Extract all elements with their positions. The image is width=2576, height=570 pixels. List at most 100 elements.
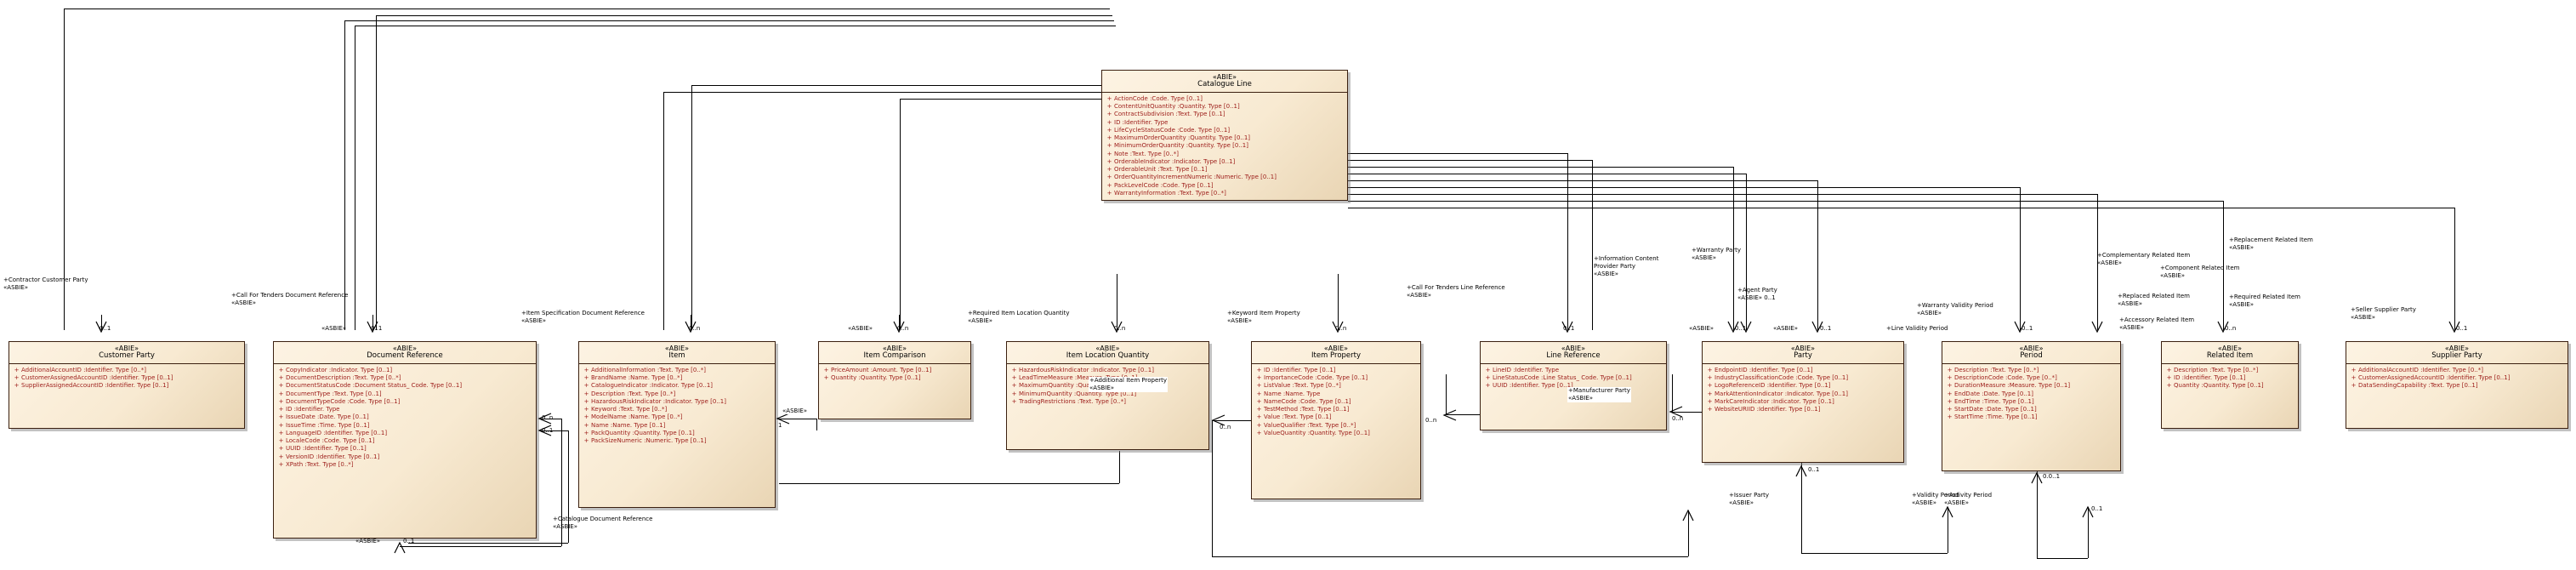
attribute-text: LanguageID :Identifier. Type [0..1] bbox=[286, 429, 388, 436]
class-party[interactable]: «ABIE» Party +EndpointID :Identifier. Ty… bbox=[1702, 341, 1904, 463]
attribute-text: UUID :Identifier. Type [0..1] bbox=[1493, 382, 1573, 390]
attribute-row: +Name :Name. Type bbox=[1254, 390, 1419, 398]
connector-line bbox=[1746, 174, 1747, 330]
connector-line bbox=[1338, 274, 1339, 330]
class-period[interactable]: «ABIE» Period +Description :Text. Type [… bbox=[1942, 341, 2121, 471]
assoc-label-warranty-validity-period: +Warranty Validity Period «ASBIE» bbox=[1917, 302, 1993, 317]
visibility-marker: + bbox=[278, 366, 284, 373]
class-header: «ABIE» Period bbox=[1942, 342, 2120, 364]
class-supplier-party[interactable]: «ABIE» Supplier Party +AdditionalAccount… bbox=[2346, 341, 2568, 429]
visibility-marker: + bbox=[1256, 374, 1262, 382]
attribute-row: +ContentUnitQuantity :Quantity. Type [0.… bbox=[1105, 103, 1345, 111]
assoc-label-additional-item-property: +Additional Item Property «ASBIE» bbox=[1089, 377, 1169, 393]
attribute-text: DocumentStatusCode :Document Status_ Cod… bbox=[286, 382, 463, 390]
class-name: Item Comparison bbox=[863, 351, 926, 361]
visibility-marker: + bbox=[1947, 406, 1953, 413]
attribute-row: +LineID :Identifier. Type bbox=[1483, 367, 1664, 374]
attribute-row: +AdditionalAccountID :Identifier. Type [… bbox=[2349, 367, 2566, 374]
class-item-location-quantity[interactable]: «ABIE» Item Location Quantity +Hazardous… bbox=[1006, 341, 1209, 450]
assoc-role: +Warranty Party bbox=[1692, 247, 1742, 254]
attribute-row: +EndpointID :Identifier. Type [0..1] bbox=[1705, 367, 1902, 374]
attribute-text: CustomerAssignedAccountID :Identifier. T… bbox=[2358, 374, 2511, 382]
attribute-row: +PackSizeNumeric :Numeric. Type [0..1] bbox=[582, 437, 773, 445]
class-stereotype: «ABIE» bbox=[2217, 345, 2243, 352]
assoc-stereotype: «ASBIE» bbox=[968, 317, 993, 325]
attribute-text: OrderableIndicator :Indicator. Type [0..… bbox=[1114, 157, 1236, 165]
assoc-role: +Accessory Related Item bbox=[2119, 316, 2195, 323]
attribute-text: Name :Name. Type [0..1] bbox=[591, 421, 666, 429]
class-header: «ABIE» Item bbox=[579, 342, 775, 364]
connector-line bbox=[376, 15, 377, 330]
assoc-stereotype: «ASBIE» bbox=[2351, 314, 2376, 322]
attribute-text: EndTime :Time. Type [0..1] bbox=[1954, 397, 2034, 405]
visibility-marker: + bbox=[1256, 382, 1262, 390]
class-item[interactable]: «ABIE» Item +AdditionalInformation :Text… bbox=[578, 341, 776, 508]
class-name: Party bbox=[1794, 351, 1812, 361]
connector-line bbox=[2037, 471, 2038, 558]
assoc-role: +Required Related Item bbox=[2229, 294, 2300, 300]
attribute-text: DescriptionCode :Code. Type [0..*] bbox=[1954, 374, 2057, 382]
assoc-role: +Issuer Party bbox=[1729, 492, 1770, 499]
multiplicity-party-a: 0..1 bbox=[1735, 325, 1747, 332]
attribute-text: LeadTimeMeasure :Measure. Type [0..1] bbox=[1019, 374, 1138, 382]
attribute-text: CustomerAssignedAccountID :Identifier. T… bbox=[21, 374, 173, 382]
attribute-text: DataSendingCapability :Text. Type [0..1] bbox=[2358, 382, 2478, 390]
attribute-row: +CatalogueIndicator :Indicator. Type [0.… bbox=[582, 382, 773, 390]
visibility-marker: + bbox=[1707, 366, 1713, 373]
visibility-marker: + bbox=[1947, 374, 1953, 382]
class-attributes: +LineID :Identifier. Type +LineStatusCod… bbox=[1481, 364, 1666, 393]
visibility-marker: + bbox=[1485, 366, 1491, 373]
visibility-marker: + bbox=[1707, 382, 1713, 390]
attribute-row: +EndDate :Date. Type [0..1] bbox=[1945, 390, 2118, 398]
visibility-marker: + bbox=[14, 374, 20, 382]
class-header: «ABIE» Supplier Party bbox=[2346, 342, 2567, 364]
class-item-comparison[interactable]: «ABIE» Item Comparison +PriceAmount :Amo… bbox=[818, 341, 971, 419]
visibility-marker: + bbox=[1106, 118, 1112, 126]
assoc-label-required-item-location-quantity: +Required Item Location Quantity «ASBIE» bbox=[968, 310, 1070, 325]
connector-line bbox=[344, 20, 1114, 21]
assoc-stereotype: «ASBIE» bbox=[2119, 324, 2145, 332]
class-document-reference[interactable]: «ABIE» Document Reference +CopyIndicator… bbox=[273, 341, 537, 539]
attribute-row: +LocaleCode :Code. Type [0..1] bbox=[276, 437, 534, 445]
visibility-marker: + bbox=[1947, 413, 1953, 421]
visibility-marker: + bbox=[1485, 382, 1491, 390]
attribute-text: StartTime :Time. Type [0..1] bbox=[1954, 413, 2038, 421]
attribute-row: +LifeCycleStatusCode :Code. Type [0..1] bbox=[1105, 127, 1345, 134]
assoc-stereotype: «ASBIE» bbox=[2229, 244, 2255, 252]
attribute-row: +ModelName :Name. Type [0..*] bbox=[582, 413, 773, 421]
class-customer-party[interactable]: «ABIE» Customer Party +AdditionalAccount… bbox=[9, 341, 245, 429]
attribute-text: ContentUnitQuantity :Quantity. Type [0..… bbox=[1114, 103, 1240, 111]
class-item-property[interactable]: «ABIE» Item Property +ID :Identifier. Ty… bbox=[1251, 341, 1421, 499]
class-related-item[interactable]: «ABIE» Related Item +Description :Text. … bbox=[2161, 341, 2299, 429]
attribute-row: +MinimumQuantity :Quantity. Type [0..1] bbox=[1009, 390, 1207, 398]
assoc-stereotype: «ASBIE» bbox=[1944, 499, 1970, 507]
attribute-text: CopyIndicator :Indicator. Type [0..1] bbox=[286, 366, 393, 373]
class-attributes: +EndpointID :Identifier. Type [0..1] +In… bbox=[1703, 364, 1903, 416]
attribute-row: +LanguageID :Identifier. Type [0..1] bbox=[276, 430, 534, 437]
assoc-stereotype: «ASBIE» bbox=[3, 284, 29, 292]
class-header: «ABIE» Document Reference bbox=[274, 342, 536, 364]
attribute-row: +WarrantyInformation :Text. Type [0..*] bbox=[1105, 190, 1345, 197]
visibility-marker: + bbox=[1106, 142, 1112, 150]
attribute-row: +Quantity :Quantity. Type [0..1] bbox=[822, 374, 969, 382]
connector-line bbox=[900, 99, 1104, 100]
connector-line bbox=[663, 92, 1104, 93]
assoc-role: +Call For Tenders Line Reference bbox=[1407, 284, 1505, 291]
attribute-text: XPath :Text. Type [0..*] bbox=[286, 460, 354, 468]
class-stereotype: «ABIE» bbox=[1212, 73, 1237, 81]
class-attributes: +AdditionalAccountID :Identifier. Type [… bbox=[9, 364, 244, 393]
connector-line bbox=[1672, 412, 1703, 413]
class-catalogue-line[interactable]: «ABIE» Catalogue Line +ActionCode :Code.… bbox=[1101, 70, 1348, 201]
multiplicity-line-reference: 0..1 bbox=[1563, 325, 1575, 332]
assoc-stereotype: «ASBIE» 0..1 bbox=[1737, 294, 1776, 302]
assoc-label-catalogue-document-reference: +Catalogue Document Reference «ASBIE» bbox=[553, 516, 652, 531]
visibility-marker: + bbox=[1485, 374, 1491, 382]
multiplicity-customer-party: 0..1 bbox=[100, 325, 111, 332]
connector-line bbox=[1801, 553, 1948, 554]
visibility-marker: + bbox=[583, 374, 589, 382]
assoc-stereotype: «ASBIE» bbox=[2160, 272, 2186, 280]
class-line-reference[interactable]: «ABIE» Line Reference +LineID :Identifie… bbox=[1480, 341, 1667, 430]
attribute-row: +TradingRestrictions :Text. Type [0..*] bbox=[1009, 398, 1207, 406]
assoc-role: +Activity Period bbox=[1944, 492, 1993, 499]
visibility-marker: + bbox=[278, 390, 284, 397]
